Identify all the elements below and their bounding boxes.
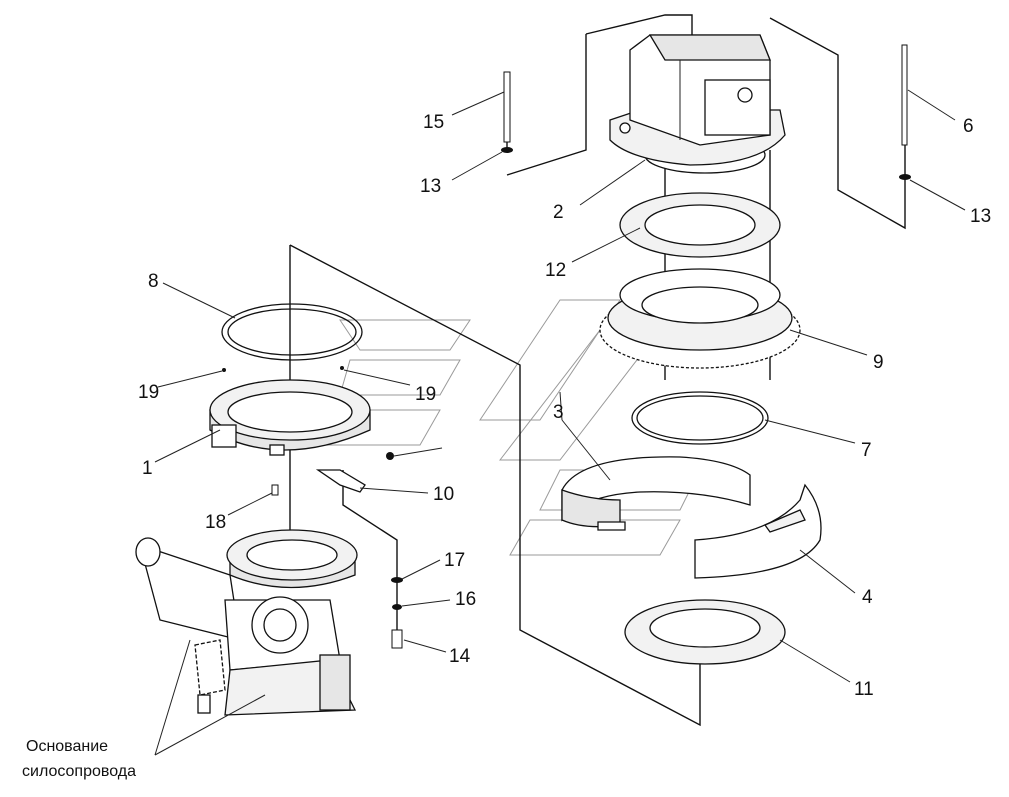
callout-3: 3 (553, 402, 564, 423)
callout-14: 14 (449, 646, 471, 667)
part-2-upper-housing (609, 34, 786, 174)
part-6-bolt (901, 44, 908, 146)
callout-9: 9 (873, 352, 884, 373)
part-7-seal-ring (631, 391, 769, 445)
part-17-washer (391, 577, 403, 583)
callout-10: 10 (433, 484, 454, 505)
part-8-seal-ring (221, 303, 363, 361)
caption-line-2: силосопровода (22, 763, 136, 780)
callout-4: 4 (862, 587, 873, 608)
assembly-axis-lines (289, 14, 906, 727)
part-4-half-shell (694, 483, 822, 579)
base-caption: Основание силосопровода (22, 738, 136, 780)
callout-19-right: 19 (415, 384, 436, 405)
part-19-pin-left (222, 368, 226, 372)
part-11-flat-ring (624, 599, 786, 665)
callout-13-left: 13 (420, 176, 441, 197)
callout-16: 16 (455, 589, 476, 610)
callout-15: 15 (423, 112, 444, 133)
callout-6: 6 (963, 116, 974, 137)
callout-1: 1 (142, 458, 153, 479)
part-13-washer-left (501, 147, 513, 153)
callout-7: 7 (861, 440, 872, 461)
part-19-pin-right (340, 366, 344, 370)
silo-pipe-base-assembly (135, 529, 358, 716)
part-3-half-shell (561, 456, 751, 531)
part-12-flat-ring (619, 192, 781, 258)
callout-8: 8 (148, 271, 159, 292)
part-9-gear-ring (599, 268, 801, 369)
part-5-nut (386, 452, 394, 460)
callout-13-right: 13 (970, 206, 991, 227)
callout-2: 2 (553, 202, 564, 223)
callout-18: 18 (205, 512, 226, 533)
part-1-bearing-housing (209, 379, 371, 456)
callout-19-left: 19 (138, 382, 159, 403)
part-13-washer-right (899, 174, 911, 180)
caption-line-1: Основание (26, 738, 108, 755)
callout-12: 12 (545, 260, 566, 281)
part-10-plate (315, 469, 366, 493)
part-16-washer (392, 604, 402, 610)
callout-17: 17 (444, 550, 465, 571)
part-18-bolt (271, 484, 279, 496)
callout-11: 11 (854, 679, 874, 700)
callout-labels: 15 13 2 6 13 12 9 7 3 4 11 8 19 19 1 10 … (138, 112, 991, 700)
part-14-bolt (391, 629, 403, 649)
leader-lines (154, 89, 966, 756)
part-15-bolt (503, 71, 511, 143)
